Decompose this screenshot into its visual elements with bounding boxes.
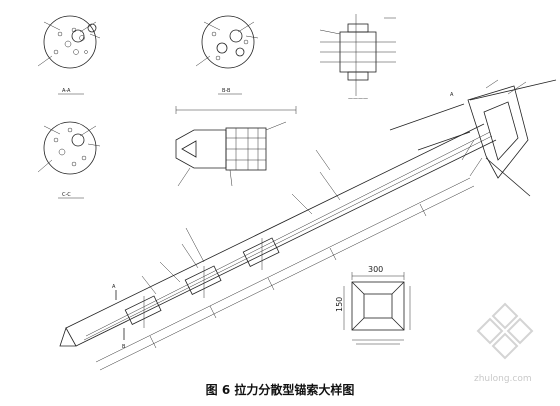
anchor-head-detail: ————	[319, 14, 396, 102]
cross-section-top-middle: B-B	[195, 15, 259, 95]
cross-section-top-left: A-A	[37, 15, 101, 95]
section-label-aa: A-A	[62, 88, 71, 94]
dimension-150: 150	[335, 297, 344, 312]
main-anchor-body: A B	[59, 123, 497, 371]
section-label-bb: B-B	[222, 88, 231, 94]
dimension-300: 300	[368, 265, 383, 274]
watermark-text: zhulong.com	[474, 374, 532, 384]
section-marker-a-right: A	[450, 92, 454, 98]
pedestal-plan-view: 300 150	[335, 265, 411, 345]
svg-text:————: ————	[348, 96, 368, 102]
watermark-logo	[476, 302, 534, 360]
figure-caption: 图 6 拉力分散型锚索大样图	[205, 383, 355, 397]
section-marker-a-left: A	[112, 284, 116, 290]
anchor-end-detail	[175, 106, 297, 187]
anchor-head-structure: A	[389, 79, 557, 197]
cross-section-middle-left: C-C	[37, 121, 101, 199]
section-label-cc: C-C	[62, 192, 71, 198]
section-marker-b: B	[122, 344, 126, 350]
